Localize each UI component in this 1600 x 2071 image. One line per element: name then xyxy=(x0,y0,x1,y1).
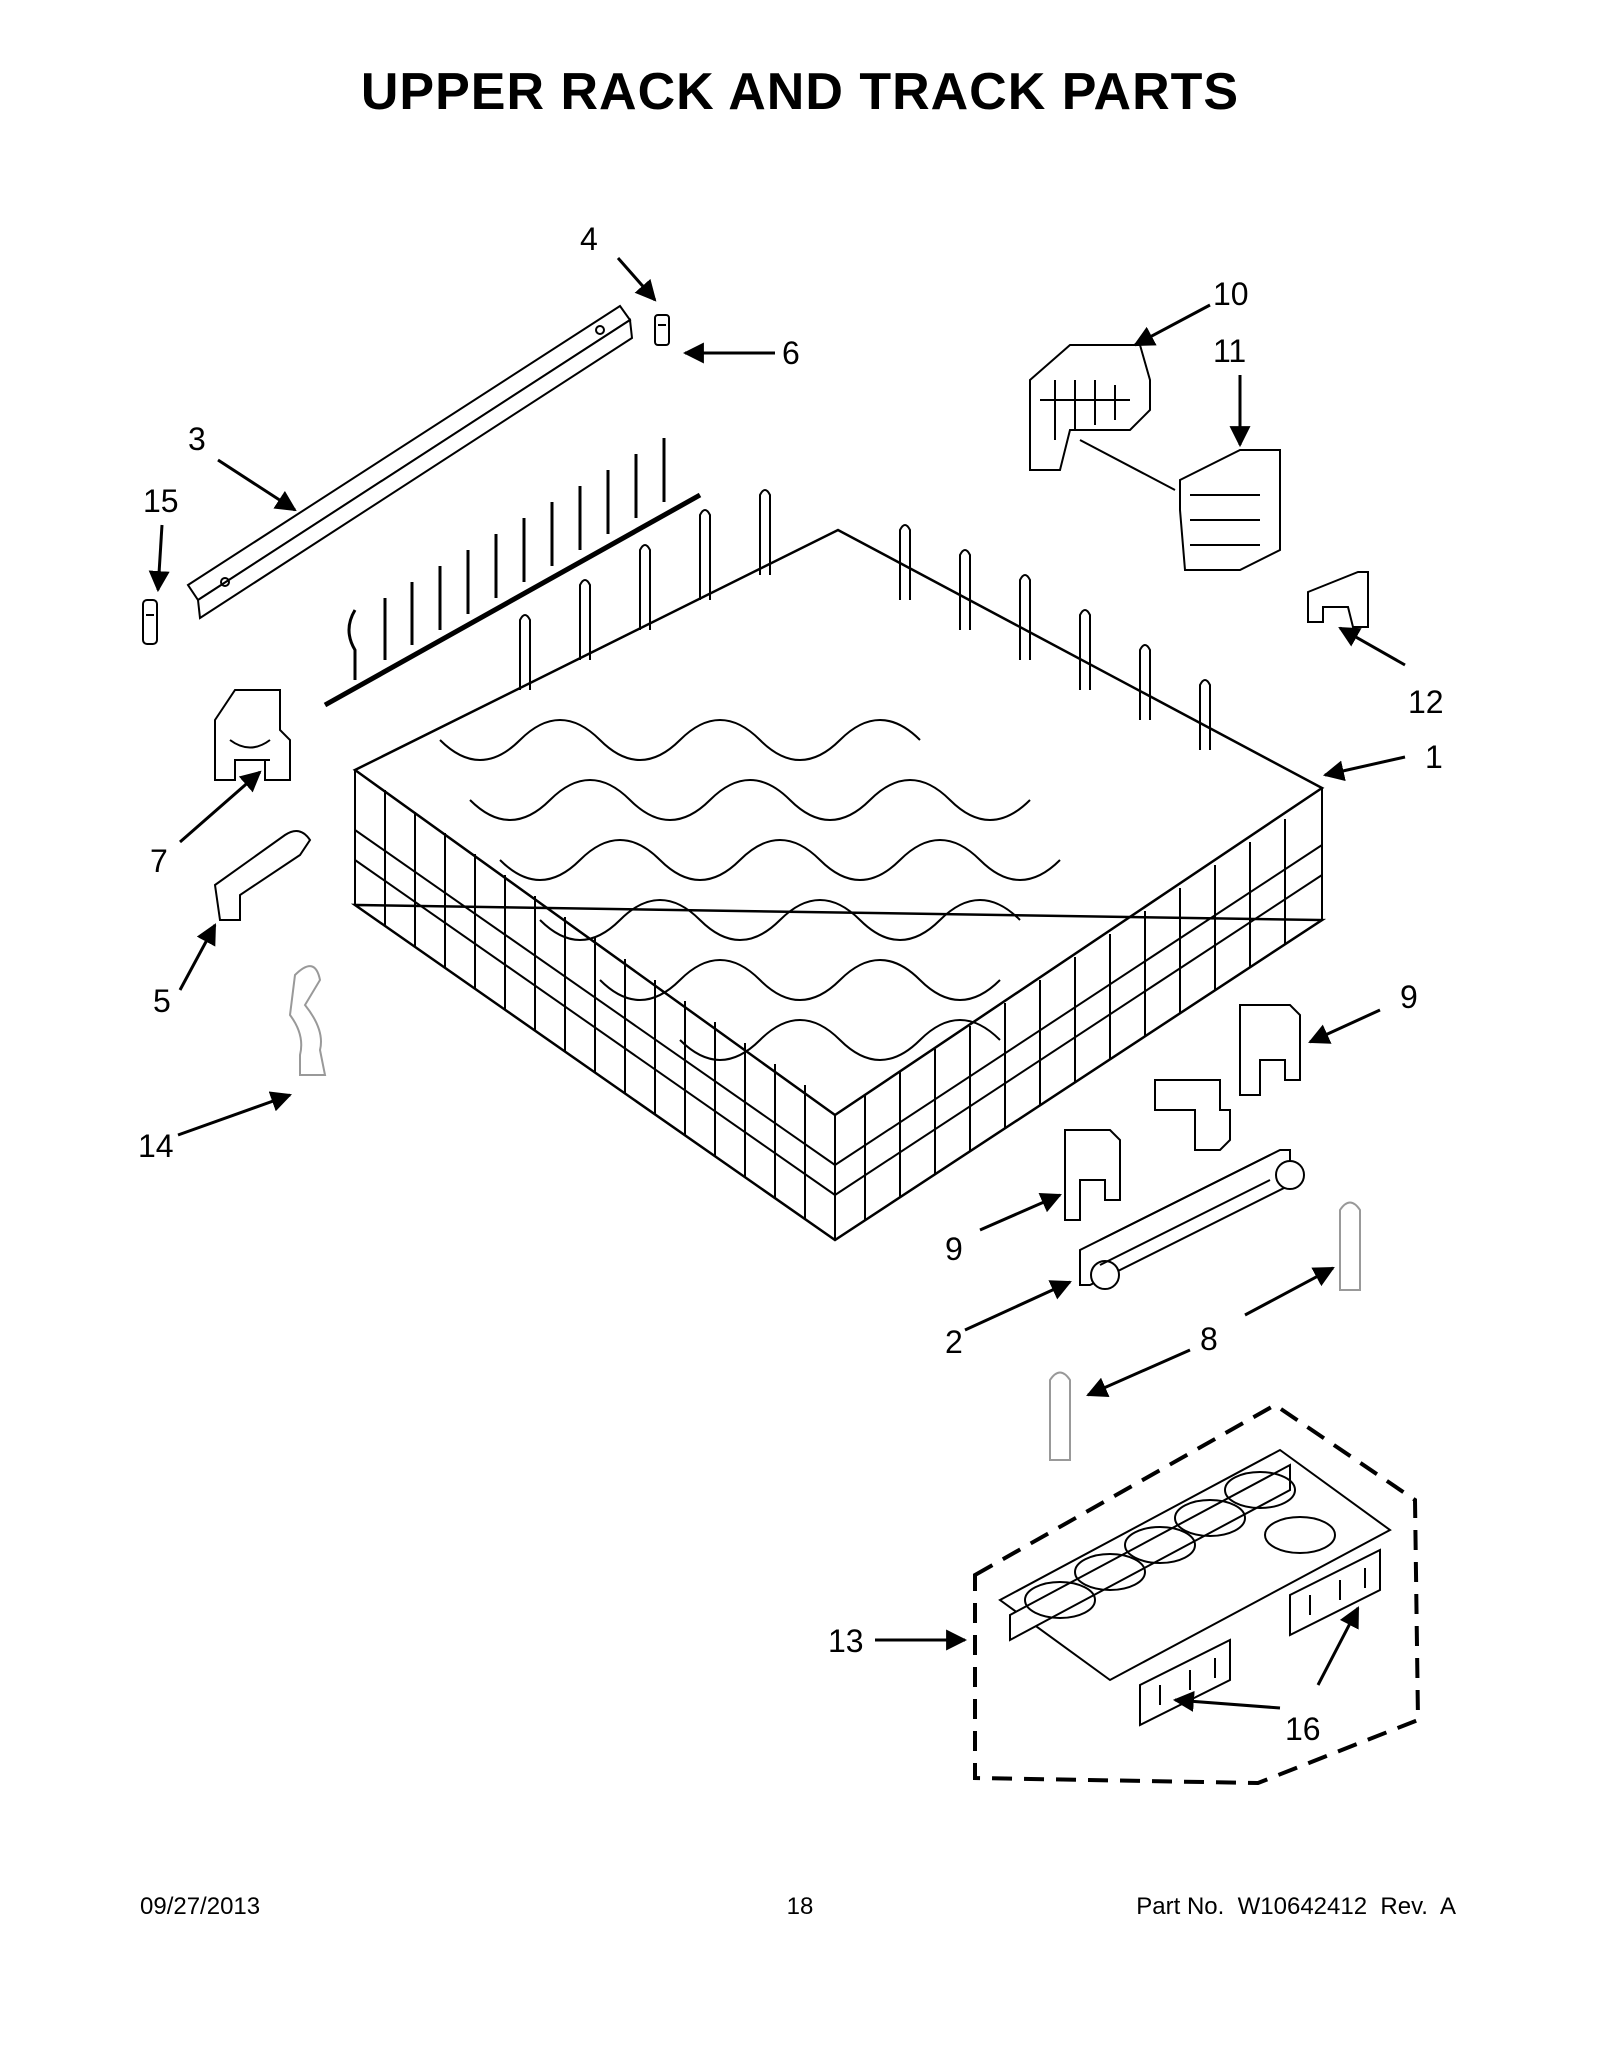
part-9-clip-left[interactable] xyxy=(1064,1129,1121,1221)
callout-7: 7 xyxy=(150,843,168,879)
callout-3: 3 xyxy=(188,421,206,457)
part-8-stop-upper[interactable] xyxy=(1339,1201,1361,1291)
part-3-track-rail[interactable] xyxy=(186,304,634,620)
part-9-clip-right[interactable] xyxy=(1239,1004,1301,1096)
callout-9-upper: 9 xyxy=(1400,979,1418,1015)
callout-11: 11 xyxy=(1213,333,1246,369)
part-13-cup-shelf-assembly[interactable] xyxy=(973,1402,1421,1786)
page-title: UPPER RACK AND TRACK PARTS xyxy=(360,63,1240,121)
callout-15: 15 xyxy=(143,483,179,519)
callout-6: 6 xyxy=(782,335,800,371)
part-15-end-cap[interactable] xyxy=(142,599,158,645)
callout-2: 2 xyxy=(945,1324,963,1360)
callout-5: 5 xyxy=(153,983,171,1019)
part-6-tine-row[interactable] xyxy=(323,438,702,708)
footer-page-number: 18 xyxy=(786,1893,814,1920)
callout-13: 13 xyxy=(828,1623,864,1659)
part-1-upper-rack[interactable] xyxy=(350,489,1327,1242)
part-7-bracket[interactable] xyxy=(214,689,291,781)
callout-1: 1 xyxy=(1425,739,1443,775)
part-5-arm[interactable] xyxy=(213,830,312,921)
part-11-adjuster-cover[interactable] xyxy=(1179,449,1281,571)
part-16-clip-b[interactable] xyxy=(1289,1548,1381,1637)
leader-lines xyxy=(148,257,1406,1712)
part-4-rail-end-clip[interactable] xyxy=(654,314,670,346)
callout-8: 8 xyxy=(1200,1321,1218,1357)
footer-part-number: Part No. W10642412 Rev. A xyxy=(1136,1893,1456,1920)
part-16-clip-a[interactable] xyxy=(1139,1638,1231,1727)
part-2-adjuster-plate[interactable] xyxy=(1079,1079,1305,1290)
part-8-stop-lower[interactable] xyxy=(1049,1371,1071,1461)
part-10-adjuster-housing[interactable] xyxy=(1029,344,1176,491)
callout-10: 10 xyxy=(1213,276,1249,312)
footer-date: 09/27/2013 xyxy=(140,1893,261,1920)
part-12-clip[interactable] xyxy=(1307,571,1369,628)
callout-4: 4 xyxy=(580,221,598,257)
callout-12: 12 xyxy=(1408,684,1444,720)
callout-14: 14 xyxy=(138,1128,174,1164)
callout-9-lower: 9 xyxy=(945,1231,963,1267)
part-14-lever[interactable] xyxy=(288,965,327,1076)
callout-16: 16 xyxy=(1285,1711,1321,1747)
